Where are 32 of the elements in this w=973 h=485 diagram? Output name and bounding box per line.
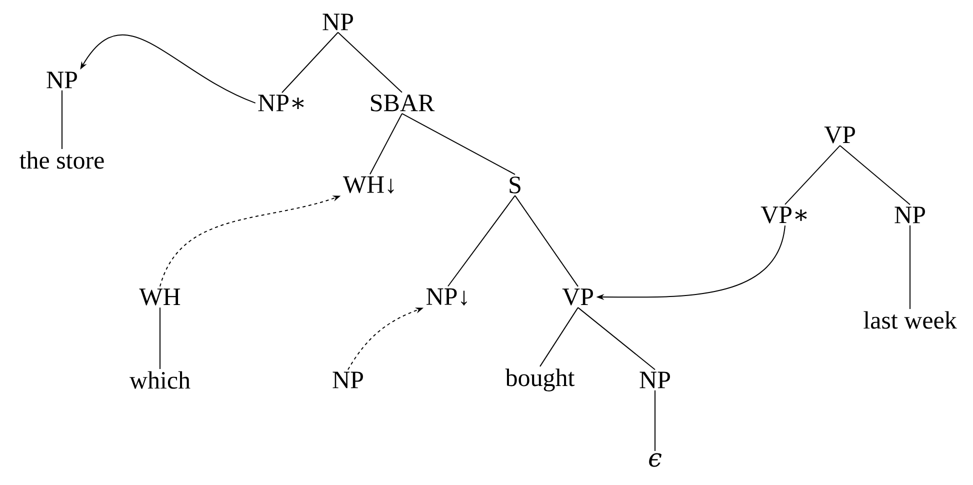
tree-label: ϵ [649, 453, 662, 467]
tree-label: VP [562, 288, 593, 306]
tree-label: NP↓ [426, 288, 467, 306]
tree-branch [514, 195, 578, 287]
tree-branch [338, 32, 402, 93]
tree-label: bought [505, 368, 575, 392]
tree-branch [654, 390, 656, 452]
arrow [80, 34, 256, 104]
tree-label: NP [46, 72, 77, 88]
tree-label: which [130, 371, 190, 389]
tree-label: the store [20, 151, 104, 169]
tree-branch [282, 32, 338, 94]
tree-branch [402, 113, 516, 175]
tree-label: last week [864, 311, 957, 329]
tree-branch [448, 195, 516, 287]
tree-branch [540, 307, 578, 367]
tree-label: WH [139, 288, 180, 306]
tree-label: NP [640, 372, 670, 388]
tree-branch [840, 145, 911, 206]
tree-label: NP [322, 14, 353, 30]
tree-branch [370, 113, 402, 175]
tree-label: S [510, 176, 520, 194]
tree-branch [578, 307, 656, 370]
tree-label: NP [332, 372, 363, 388]
tree-branch [910, 224, 911, 310]
tree-label: NP∗ [258, 94, 304, 112]
tree-label: VP [824, 126, 855, 144]
tree-label: WH↓ [342, 176, 394, 194]
tree-label: VP∗ [760, 206, 807, 224]
tree-label: NP [894, 206, 925, 224]
tree-branch [784, 145, 840, 205]
tree-label: SBAR [371, 94, 435, 112]
